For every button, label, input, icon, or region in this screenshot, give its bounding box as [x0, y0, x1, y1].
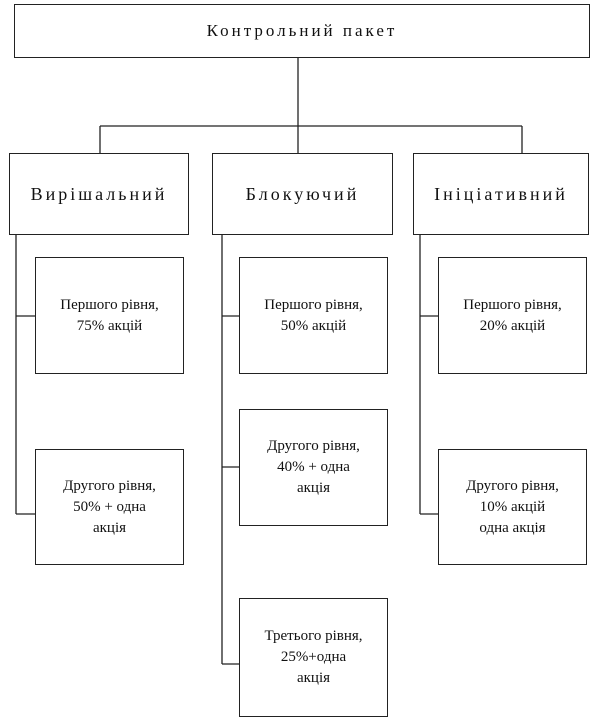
level-line: Першого рівня,: [264, 296, 363, 313]
category-label: Вирішальний: [30, 183, 168, 204]
category-label: Ініціативний: [434, 183, 568, 204]
level-node-vyrishalnyi-2: Другого рівня, 50% + одна акція: [35, 449, 184, 565]
root-node: Контрольний пакет: [14, 4, 590, 58]
level-line: 75% акцій: [76, 317, 143, 334]
category-node-initsiatyvnyi: Ініціативний: [413, 153, 589, 235]
level-node-blokuiuchyi-3: Третього рівня, 25%+одна акція: [239, 598, 388, 717]
level-line: Першого рівня,: [463, 296, 562, 313]
category-node-vyrishalnyi: Вирішальний: [9, 153, 189, 235]
level-line: 20% акцій: [479, 317, 546, 334]
level-text: Другого рівня, 40% + одна акція: [267, 436, 360, 499]
level-node-blokuiuchyi-1: Першого рівня, 50% акцій: [239, 257, 388, 374]
level-line: 50% + одна: [73, 498, 146, 515]
level-line: акція: [296, 480, 331, 496]
level-line: Другого рівня,: [466, 477, 559, 494]
level-node-blokuiuchyi-2: Другого рівня, 40% + одна акція: [239, 409, 388, 526]
level-text: Першого рівня, 75% акцій: [60, 295, 159, 337]
level-node-vyrishalnyi-1: Першого рівня, 75% акцій: [35, 257, 184, 374]
level-node-initsiatyvnyi-2: Другого рівня, 10% акцій одна акція: [438, 449, 587, 565]
category-node-blokuiuchyi: Блокуючий: [212, 153, 393, 235]
level-text: Першого рівня, 50% акцій: [264, 295, 363, 337]
level-line: 40% + одна: [277, 459, 350, 475]
category-label: Блокуючий: [245, 183, 360, 204]
level-text: Першого рівня, 20% акцій: [463, 295, 562, 337]
level-line: 25%+одна: [280, 649, 347, 665]
level-node-initsiatyvnyi-1: Першого рівня, 20% акцій: [438, 257, 587, 374]
level-line: Другого рівня,: [267, 438, 360, 454]
level-text: Другого рівня, 50% + одна акція: [63, 476, 156, 539]
level-text: Другого рівня, 10% акцій одна акція: [466, 476, 559, 539]
level-line: Третього рівня,: [264, 628, 363, 644]
level-line: 10% акцій: [479, 498, 546, 515]
level-line: акція: [296, 670, 331, 686]
level-line: акція: [92, 519, 127, 536]
level-line: Першого рівня,: [60, 296, 159, 313]
level-line: 50% акцій: [280, 317, 347, 334]
level-text: Третього рівня, 25%+одна акція: [264, 626, 362, 689]
level-line: одна акція: [479, 519, 546, 536]
level-line: Другого рівня,: [63, 477, 156, 494]
root-label: Контрольний пакет: [206, 21, 398, 40]
